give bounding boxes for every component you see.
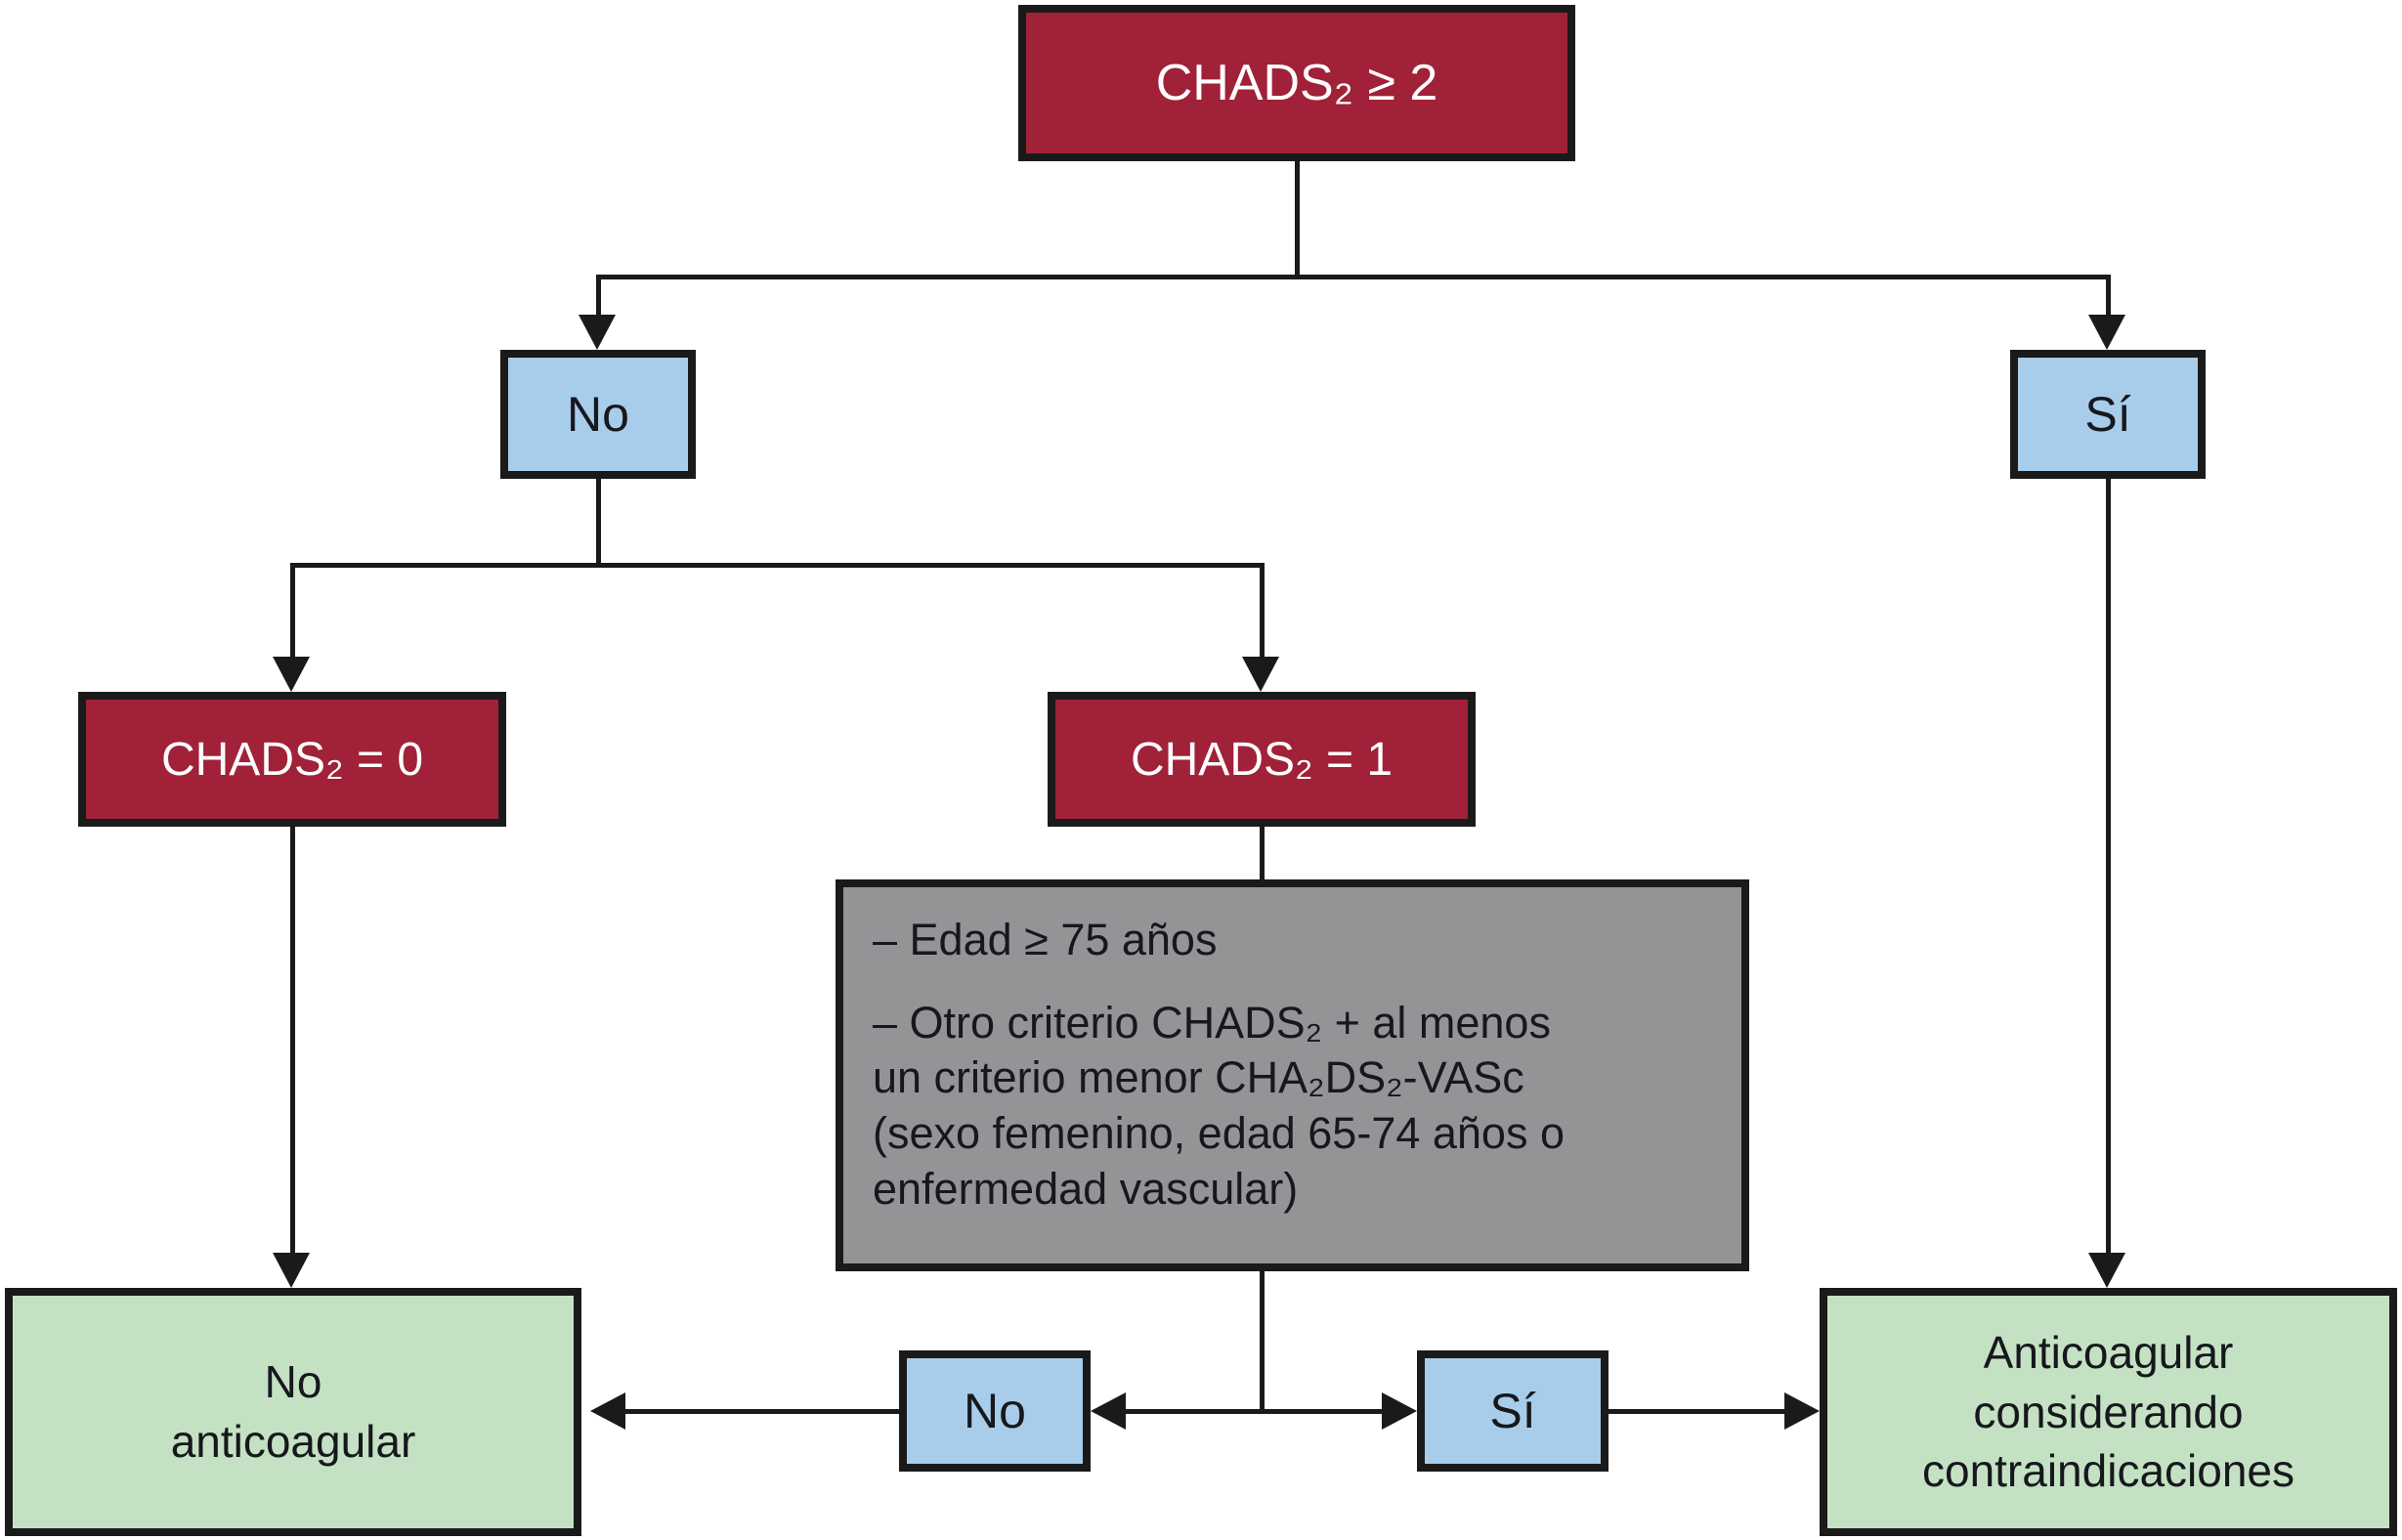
connector-to-chads1	[1260, 563, 1265, 659]
node-no-bottom: No	[899, 1350, 1091, 1472]
node-si-top: Sí	[2010, 350, 2206, 479]
criteria-line: (sexo femenino, edad 65-74 años o	[873, 1108, 1565, 1159]
arrowhead-right-to-si	[1382, 1392, 1417, 1430]
connector-si-top-to-outcome	[2106, 479, 2111, 1256]
node-outcome-anticoagular: Anticoagular considerando contraindicaci…	[1820, 1288, 2397, 1536]
connector-root-down	[1295, 161, 1300, 278]
arrowhead-left-to-no	[1091, 1392, 1126, 1430]
arrowhead-down-si-top	[2088, 315, 2125, 350]
node-si-bottom-label: Sí	[1489, 1384, 1536, 1438]
node-si-top-label: Sí	[2084, 387, 2131, 442]
arrowhead-right-outcome	[1784, 1392, 1820, 1430]
connector-to-si-top	[2106, 275, 2111, 320]
connector-criteria-out	[1260, 1270, 1265, 1414]
arrowhead-down-chads1	[1242, 657, 1279, 692]
arrowhead-down-outcome-right	[2088, 1253, 2125, 1288]
connector-criteria-split	[1124, 1409, 1384, 1414]
arrowhead-down-outcome-left	[273, 1253, 310, 1288]
connector-chads1-to-criteria	[1260, 827, 1265, 881]
outcome-right-line: considerando	[1973, 1386, 2244, 1437]
node-no-top-label: No	[567, 387, 629, 442]
node-chads2-eq-1: CHADS₂ = 1	[1048, 692, 1476, 827]
node-chads2-eq-0: CHADS₂ = 0	[78, 692, 506, 827]
node-chads2-ge-2: CHADS₂ ≥ 2	[1018, 5, 1575, 161]
connector-no-top-out	[596, 479, 601, 568]
connector-mid-branch	[290, 563, 1265, 568]
criteria-line: – Otro criterio CHADS₂ + al menos	[873, 997, 1551, 1048]
connector-to-no-top	[596, 275, 601, 320]
node-outcome-no-anticoagular: No anticoagular	[5, 1288, 581, 1536]
arrowhead-down-no-top	[579, 315, 616, 350]
connector-to-chads0	[290, 563, 295, 659]
node-chads2-eq-1-label: CHADS₂ = 1	[1130, 733, 1394, 786]
outcome-right-line: Anticoagular	[1983, 1326, 2234, 1378]
connector-chads0-to-outcome	[290, 827, 295, 1256]
node-si-bottom: Sí	[1417, 1350, 1608, 1472]
criteria-line: un criterio menor CHA₂DS₂-VASc	[873, 1052, 1524, 1103]
node-chads2-ge-2-label: CHADS₂ ≥ 2	[1155, 55, 1438, 111]
node-chads2-eq-0-label: CHADS₂ = 0	[160, 733, 424, 786]
arrowhead-left-outcome	[590, 1392, 625, 1430]
criteria-line: enfermedad vascular)	[873, 1163, 1299, 1214]
connector-no-to-outcome-left	[625, 1409, 901, 1414]
criteria-line: – Edad ≥ 75 años	[873, 915, 1218, 964]
node-no-bottom-label: No	[964, 1384, 1026, 1438]
node-no-top: No	[500, 350, 696, 479]
outcome-left-line: anticoagular	[170, 1416, 416, 1467]
outcome-left-line: No	[264, 1356, 322, 1408]
arrowhead-down-chads0	[273, 657, 310, 692]
connector-top-branch	[596, 275, 2111, 279]
outcome-right-line: contraindicaciones	[1921, 1445, 2295, 1497]
connector-si-to-outcome-right	[1608, 1409, 1786, 1414]
node-criteria: – Edad ≥ 75 años – Otro criterio CHADS₂ …	[836, 879, 1749, 1271]
